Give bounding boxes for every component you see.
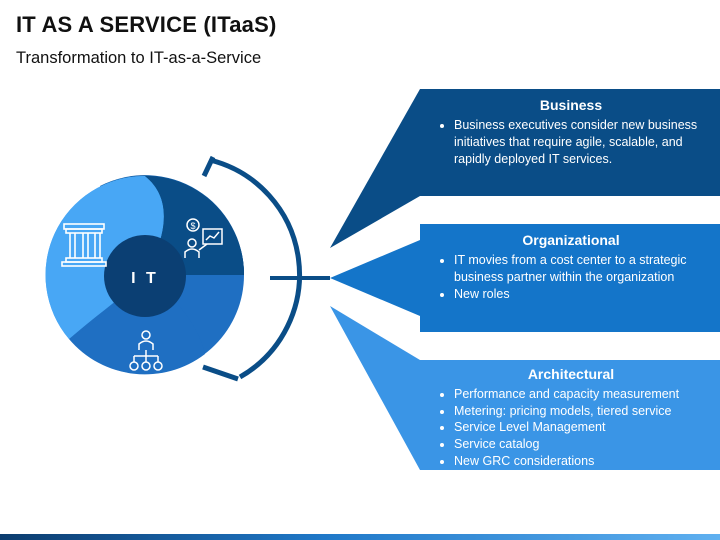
connector-organizational (330, 240, 420, 316)
bottom-accent-bar (0, 534, 720, 540)
panel-heading: Organizational (522, 232, 620, 248)
outer-ring (209, 157, 303, 380)
page-title: IT AS A SERVICE (ITaaS) (16, 12, 277, 37)
panel-bullet: New roles (454, 286, 706, 303)
panel-bullet: Performance and capacity measurement (454, 386, 706, 403)
segment-swirl (45, 175, 164, 339)
ring-end-cap-top (201, 155, 216, 178)
panel-organizational: Organizational IT movies from a cost cen… (420, 224, 720, 332)
connector-architectural (330, 306, 420, 470)
ring-end-cap-bottom (202, 364, 239, 382)
pillars-icon (61, 223, 107, 267)
panel-bullet: IT movies from a cost center to a strate… (454, 252, 706, 286)
page-subtitle: Transformation to IT-as-a-Service (16, 49, 262, 67)
center-hub (104, 235, 186, 317)
panel-bullet: Business executives consider new busines… (454, 117, 706, 168)
org-chart-icon (129, 330, 163, 371)
svg-text:$: $ (190, 221, 195, 231)
panel-bullet: Service catalog (454, 436, 706, 453)
center-hub-label: I T (131, 270, 159, 287)
panel-heading: Business (539, 97, 603, 113)
panel-architectural: Architectural Performance and capacity m… (420, 360, 720, 470)
connector-business (330, 89, 420, 248)
panel-bullet: Metering: pricing models, tiered service (454, 403, 706, 420)
panel-business: Business Business executives consider ne… (420, 89, 720, 196)
panel-heading: Architectural (527, 366, 615, 382)
panel-bullet: Service Level Management (454, 419, 706, 436)
business-presentation-icon: $ (184, 218, 223, 258)
panel-bullet: New GRC considerations (454, 453, 706, 470)
